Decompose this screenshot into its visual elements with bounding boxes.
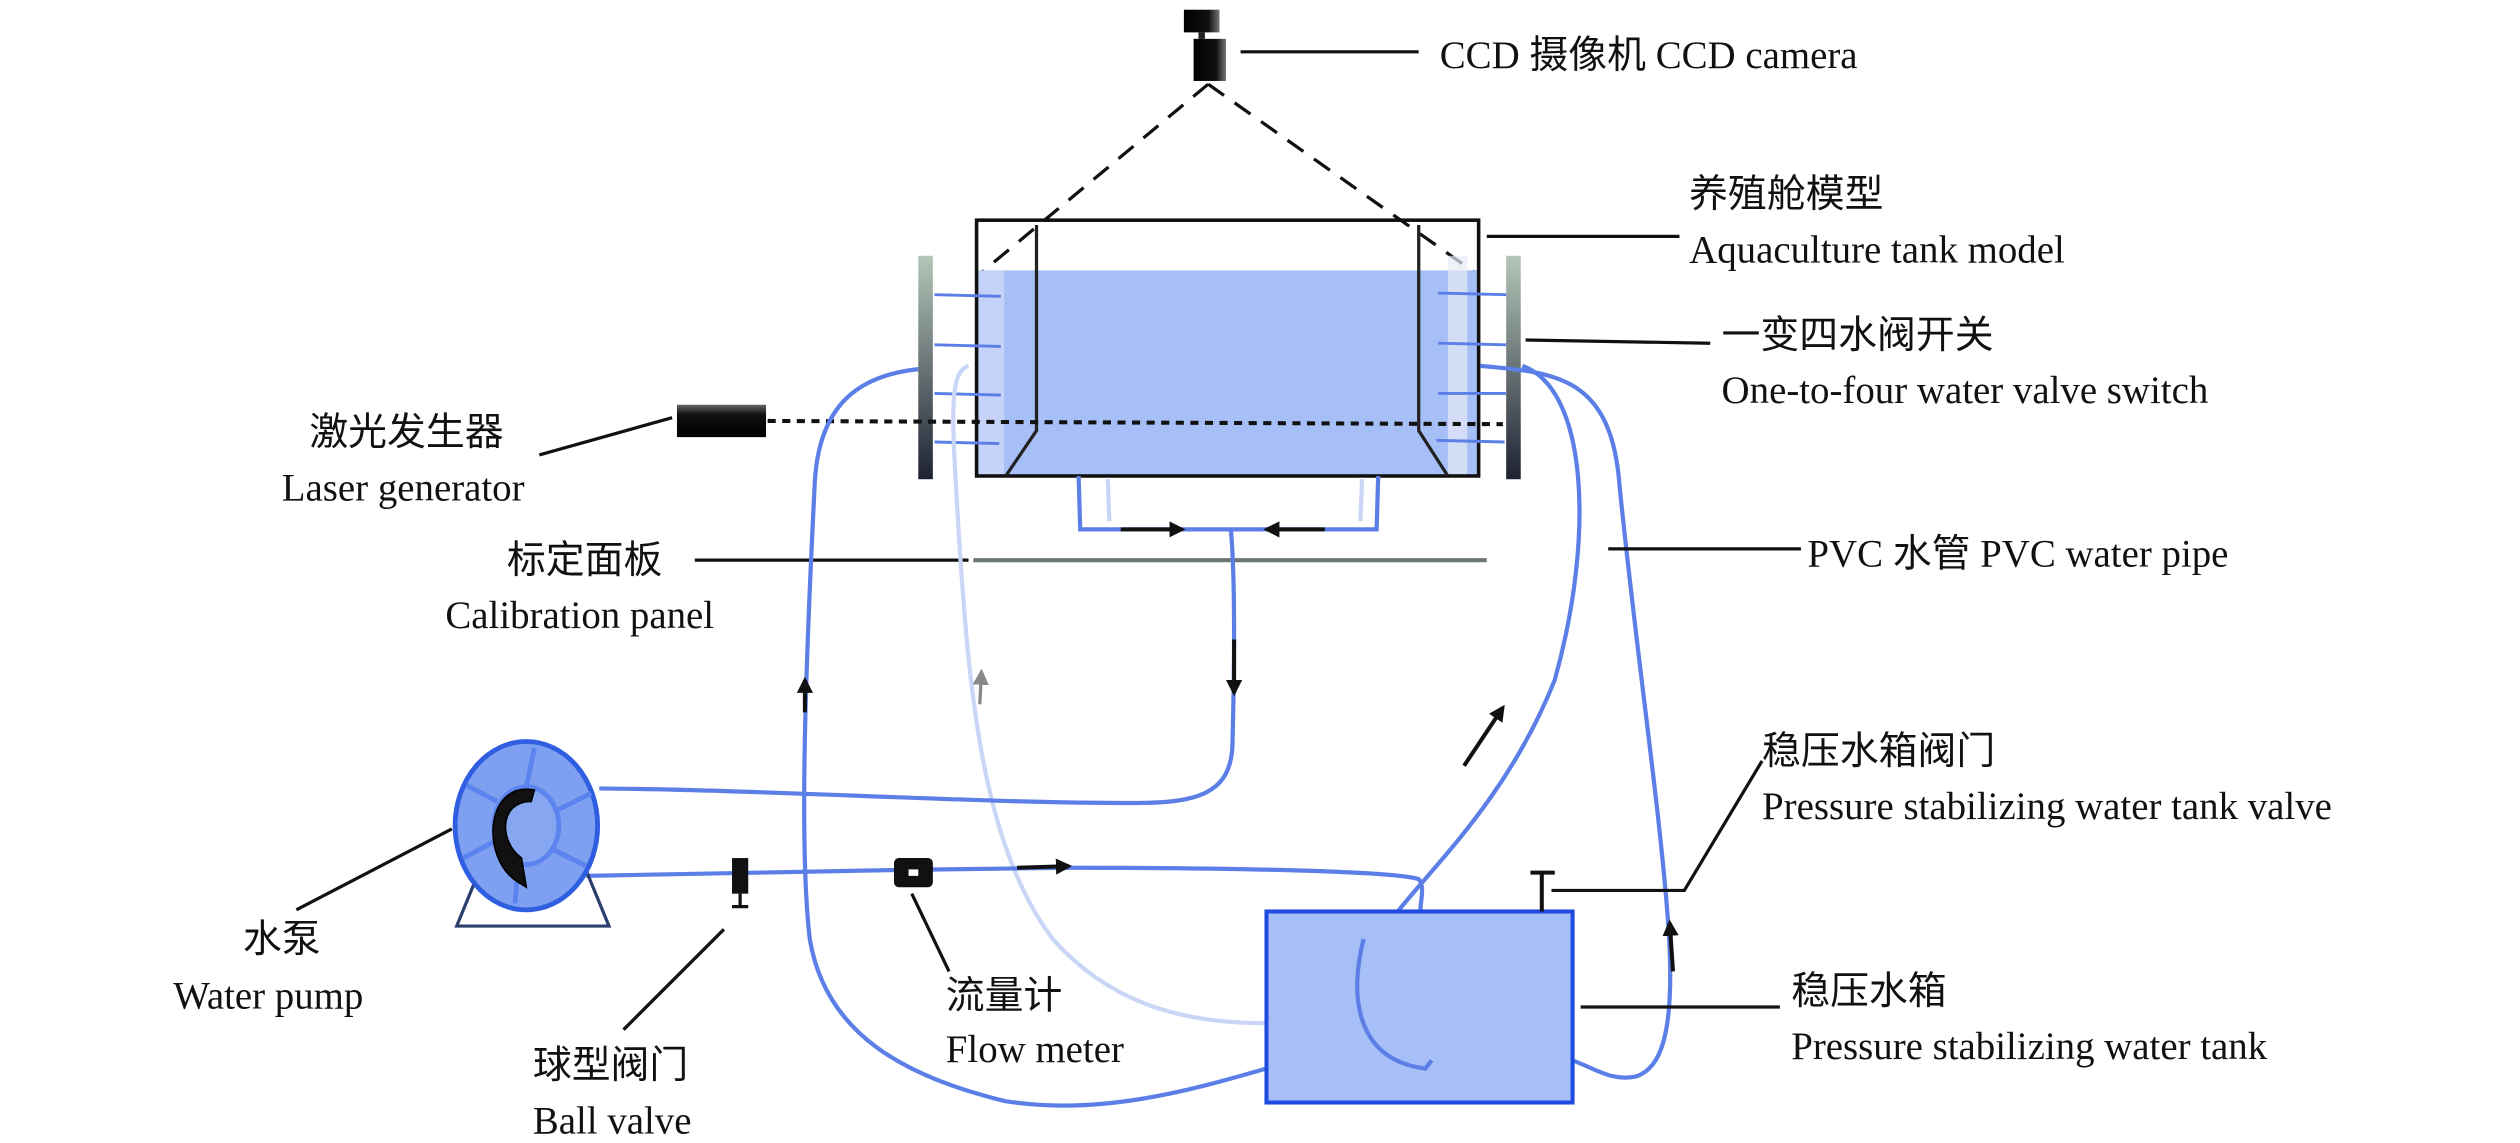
calibration-label-cn: 标定面板 [507, 539, 662, 582]
flow-arrow-right [1017, 858, 1073, 875]
pvc-pipe-right-loop [1480, 363, 1673, 1080]
camera-field-of-view [977, 82, 1480, 277]
laser-label-cn: 激光发生器 [309, 411, 503, 454]
flow-arrow-up-far-right [1662, 919, 1679, 972]
valve-branches [934, 291, 1507, 446]
flow-arrow-up-right [1462, 704, 1505, 767]
valve-switch-label-cn: 一变四水阀开关 [1722, 314, 1994, 357]
laser-generator-icon [676, 404, 767, 438]
flow-meter-icon [893, 858, 933, 888]
pressure-stabilizing-tank [1264, 909, 1575, 1105]
outlet-manifold [1076, 475, 1381, 538]
flow-meter-leader [910, 892, 951, 973]
tank-valve-icon [1530, 870, 1555, 912]
tank-model-label-cn: 养殖舱模型 [1689, 173, 1883, 216]
valve-switch-label-en: One-to-four water valve switch [1722, 369, 2209, 412]
tank-inner-pipe [1355, 938, 1434, 1071]
pvc-pipe-label: PVC 水管 PVC water pipe [1807, 533, 2228, 576]
ball-valve-label-cn: 球型阀门 [533, 1044, 688, 1087]
aquaculture-tank [974, 218, 1481, 478]
tank-valve-label-cn: 稳压水箱阀门 [1762, 730, 1995, 773]
water-pump-icon [452, 739, 612, 928]
tank-model-label-en: Aquaculture tank model [1689, 228, 2065, 271]
stab-tank-label-cn: 稳压水箱 [1791, 970, 1946, 1013]
valve-switch-leader [1525, 338, 1711, 345]
pump-label-cn: 水泵 [243, 918, 321, 961]
pvc-pipe-to-pump [599, 529, 1237, 806]
pvc-pipe-light [951, 363, 1267, 1026]
stab-tank-label-en: Pressure stabilizing water tank [1791, 1025, 2268, 1068]
ball-valve-icon [732, 858, 749, 909]
flow-meter-label-cn: 流量计 [946, 975, 1063, 1018]
ball-valve-label-en: Ball valve [533, 1099, 692, 1142]
calibration-label-en: Calibration panel [445, 594, 714, 637]
ccd-camera-icon [1183, 9, 1226, 81]
laser-beam [767, 418, 1503, 427]
pump-leader [295, 827, 453, 912]
laser-label-en: Laser generator [282, 466, 525, 509]
left-valve-manifold [918, 255, 933, 480]
tank-valve-leader [1551, 760, 1764, 893]
pump-label-en: Water pump [173, 975, 363, 1018]
ccd-camera-label: CCD 摄像机 CCD camera [1440, 34, 1858, 77]
laser-leader [538, 416, 673, 457]
pvc-pipe-main-line [586, 865, 1425, 912]
pvc-pipe-left-loop [802, 367, 1268, 1108]
tank-valve-label-en: Pressure stabilizing water tank valve [1762, 785, 2332, 828]
ball-valve-leader [622, 928, 726, 1031]
flow-meter-label-en: Flow meter [946, 1028, 1124, 1071]
flow-arrow-light [972, 668, 989, 705]
